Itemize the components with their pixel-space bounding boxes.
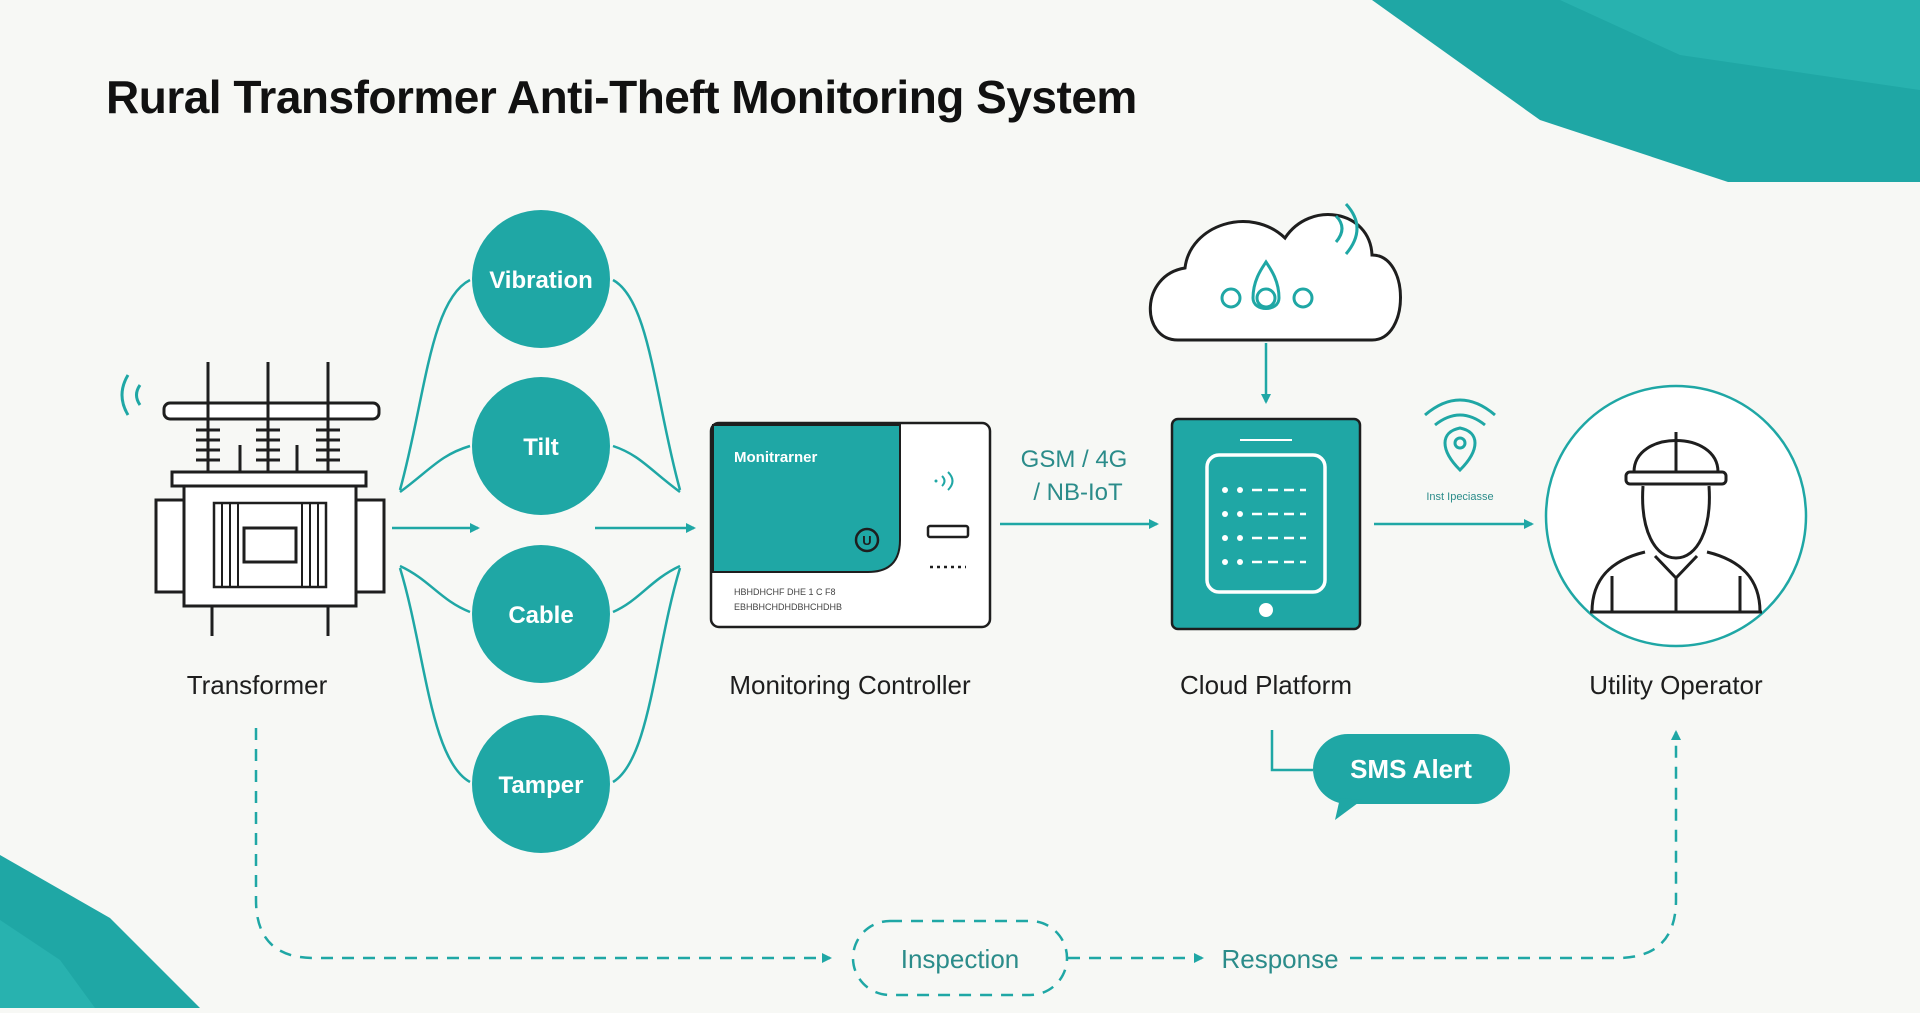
cloud-icon [1148,202,1402,342]
workflow-dashed-path [254,728,1681,963]
cloud-platform-label: Cloud Platform [1180,670,1352,700]
transformer-icon [120,362,386,636]
sensor-vibration: Vibration [472,210,610,348]
sensor-label: Cable [508,602,573,629]
network-label-line-1: GSM / 4G [1021,446,1128,473]
operator-icon [1544,384,1808,648]
svg-text:U: U [862,533,871,548]
sensor-tilt: Tilt [472,377,610,515]
sensor-tamper: Tamper [472,715,610,853]
sensor-connectors [392,278,696,784]
sensor-label: Tamper [499,772,584,799]
operator-label: Utility Operator [1589,670,1763,700]
inspection-step: Inspection [851,919,1069,997]
corner-decoration-top-right [1372,0,1920,182]
corner-decoration-bottom-left [0,855,200,1008]
response-label: Response [1221,944,1338,974]
sensor-label: Vibration [489,267,593,294]
controller-screen-text: Monitrarner [734,449,818,466]
sms-alert-label: SMS Alert [1350,754,1472,784]
transformer-label: Transformer [187,670,328,700]
alert-connector [1270,730,1313,772]
location-pin-signal-icon [1424,398,1496,473]
controller-device-icon: Monitrarner U HBHDHCHF DHE 1 C F8 EBHBHC… [709,421,992,629]
network-label-line-2: / NB-IoT [1033,479,1123,506]
push-label: Inst Ipeciasse [1426,491,1493,503]
controller-label: Monitoring Controller [729,670,971,700]
sensor-cable: Cable [472,545,610,683]
sensor-label: Tilt [523,434,559,461]
cloud-platform-tablet-icon [1170,417,1362,631]
inspection-label: Inspection [901,944,1020,974]
controller-fine-print-2: EBHBHCHDHDBHCHDHB [734,602,842,612]
controller-fine-print-1: HBHDHCHF DHE 1 C F8 [734,587,836,597]
sms-alert-bubble: SMS Alert [1313,734,1510,820]
page-title: Rural Transformer Anti-Theft Monitoring … [106,71,1137,123]
